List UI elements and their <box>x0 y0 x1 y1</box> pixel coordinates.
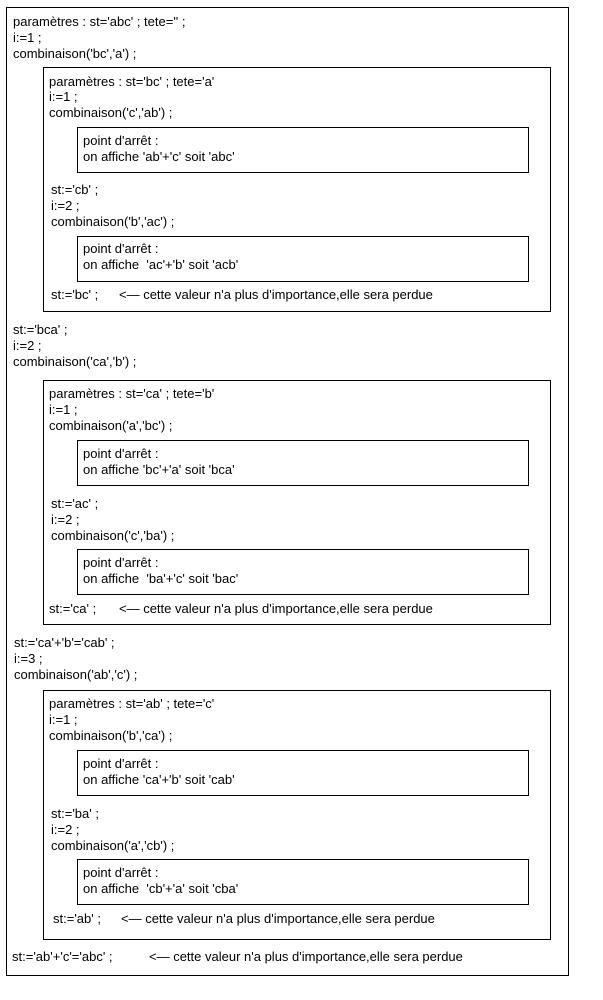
call1-bp1-text: on affiche 'ab'+'c' soit 'abc' <box>83 149 235 164</box>
call3-bp2-text: on affiche 'cb'+'a' soit 'cba' <box>83 881 239 896</box>
call3-i-line: i:=1 ; <box>49 712 78 727</box>
outer-call3: combinaison('ab','c') ; <box>14 667 138 682</box>
outer-i2: i:=2 ; <box>13 338 42 353</box>
outer-i3: i:=3 ; <box>14 651 43 666</box>
call3-breakpoint-1 <box>77 750 529 796</box>
outer-st-cab: st:='ca'+'b'='cab' ; <box>14 635 115 650</box>
call1-mid-i: i:=2 ; <box>51 198 80 213</box>
outer-params-line: paramètres : st='abc' ; tete='' ; <box>13 14 186 29</box>
outer-final-st: st:='ab'+'c'='abc' ; <box>12 949 113 964</box>
call2-i-line: i:=1 ; <box>49 402 78 417</box>
call1-i-line: i:=1 ; <box>49 89 78 104</box>
call2-call-line: combinaison('a','bc') ; <box>49 418 173 433</box>
call3-bp1-text: on affiche 'ca'+'b' soit 'cab' <box>83 772 235 787</box>
call1-call-line: combinaison('c','ab') ; <box>49 105 173 120</box>
call3-breakpoint-2 <box>77 859 529 905</box>
call3-mid-i: i:=2 ; <box>51 822 80 837</box>
outer-call-line: combinaison('bc','a') ; <box>13 46 137 61</box>
call1-bp2-title: point d'arrêt : <box>83 241 159 256</box>
call1-breakpoint-1 <box>77 127 529 173</box>
outer-i-line: i:=1 ; <box>13 30 42 45</box>
call2-bp2-title: point d'arrêt : <box>83 555 159 570</box>
call1-breakpoint-2 <box>77 236 529 282</box>
call3-params-line: paramètres : st='ab' ; tete='c' <box>49 696 215 711</box>
call1-bp2-text: on affiche 'ac'+'b' soit 'acb' <box>83 257 239 272</box>
call3-end-st: st:='ab' ; <box>53 911 101 926</box>
call3-mid-st: st:='ba' ; <box>51 806 99 821</box>
call1-mid-call: combinaison('b','ac') ; <box>51 214 175 229</box>
call2-params-line: paramètres : st='ca' ; tete='b' <box>49 386 215 401</box>
call2-bp1-title: point d'arrêt : <box>83 446 159 461</box>
call2-breakpoint-2 <box>77 549 529 595</box>
outer-call2: combinaison('ca','b') ; <box>13 354 137 369</box>
call1-bp1-title: point d'arrêt : <box>83 133 159 148</box>
call3-bp1-title: point d'arrêt : <box>83 756 159 771</box>
call2-end-note: <— cette valeur n'a plus d'importance,el… <box>119 601 433 616</box>
call2-bp1-text: on affiche 'bc'+'a' soit 'bca' <box>83 462 235 477</box>
call2-mid-call: combinaison('c','ba') ; <box>51 528 175 543</box>
call2-bp2-text: on affiche 'ba'+'c' soit 'bac' <box>83 571 239 586</box>
call2-breakpoint-1 <box>77 440 529 486</box>
call3-mid-call: combinaison('a','cb') ; <box>51 838 175 853</box>
call2-end-st: st:='ca' ; <box>49 601 97 616</box>
call3-bp2-title: point d'arrêt : <box>83 865 159 880</box>
call1-end-st: st:='bc' ; <box>51 287 99 302</box>
call2-mid-i: i:=2 ; <box>51 512 80 527</box>
call3-call-line: combinaison('b','ca') ; <box>49 728 173 743</box>
call1-end-note: <— cette valeur n'a plus d'importance,el… <box>119 287 433 302</box>
outer-final-note: <— cette valeur n'a plus d'importance,el… <box>149 949 463 964</box>
outer-st-bca: st:='bca' ; <box>13 322 68 337</box>
call3-end-note: <— cette valeur n'a plus d'importance,el… <box>121 911 435 926</box>
call2-mid-st: st:='ac' ; <box>51 496 99 511</box>
call1-params-line: paramètres : st='bc' ; tete='a' <box>49 74 215 89</box>
call1-mid-st: st:='cb' ; <box>51 182 99 197</box>
